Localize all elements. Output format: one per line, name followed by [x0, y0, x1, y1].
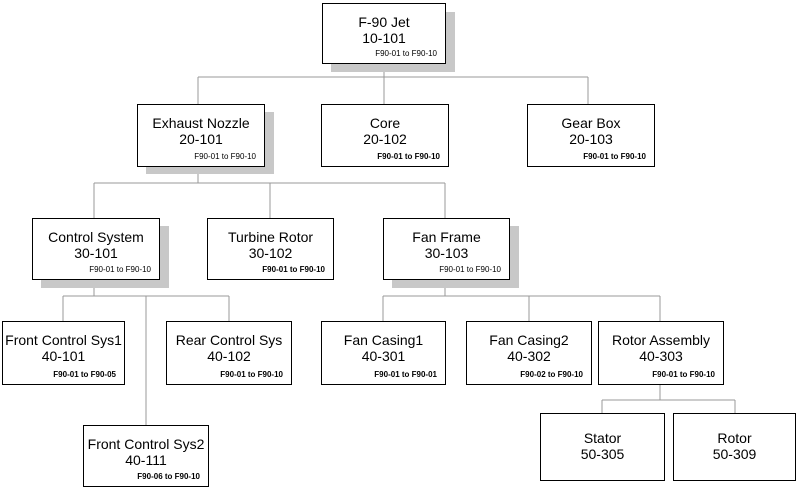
node-name: Turbine Rotor: [227, 229, 314, 245]
node-turbine-rotor[interactable]: Turbine Rotor 30-102 F90-01 to F90-10: [207, 218, 334, 280]
node-core[interactable]: Core 20-102 F90-01 to F90-10: [321, 104, 449, 167]
node-code: 30-102: [248, 245, 293, 261]
node-name: Gear Box: [561, 115, 621, 131]
node-name: Rotor: [717, 430, 752, 446]
node-effectivity: F90-06 to F90-10: [137, 472, 200, 481]
node-control-system[interactable]: Control System 30-101 F90-01 to F90-10: [32, 218, 160, 280]
node-effectivity: F90-01 to F90-10: [220, 370, 283, 379]
node-name: Front Control Sys2: [87, 436, 205, 452]
node-effectivity: F90-01 to F90-01: [374, 370, 437, 379]
node-name: Fan Casing1: [343, 332, 424, 348]
node-effectivity: F90-01 to F90-10: [89, 265, 151, 274]
node-stator[interactable]: Stator 50-305: [540, 413, 665, 481]
node-name: F-90 Jet: [358, 14, 410, 30]
node-rear-control-sys[interactable]: Rear Control Sys 40-102 F90-01 to F90-10: [166, 321, 292, 385]
node-front-control-sys2[interactable]: Front Control Sys2 40-111 F90-06 to F90-…: [83, 425, 209, 487]
node-f90-jet[interactable]: F-90 Jet 10-101 F90-01 to F90-10: [322, 3, 446, 64]
node-code: 10-101: [362, 30, 406, 46]
node-rotor-assembly[interactable]: Rotor Assembly 40-303 F90-01 to F90-10: [598, 321, 724, 385]
node-code: 40-102: [207, 348, 251, 364]
node-code: 40-301: [361, 348, 406, 364]
node-code: 40-303: [639, 348, 683, 364]
node-name: Stator: [583, 430, 622, 446]
node-gear-box[interactable]: Gear Box 20-103 F90-01 to F90-10: [527, 104, 655, 167]
node-name: Fan Casing2: [489, 332, 569, 348]
node-fan-frame[interactable]: Fan Frame 30-103 F90-01 to F90-10: [383, 218, 510, 280]
node-effectivity: F90-01 to F90-10: [439, 265, 501, 274]
node-code: 20-102: [363, 131, 407, 147]
node-code: 50-309: [712, 446, 757, 462]
node-name: Exhaust Nozzle: [152, 115, 250, 131]
node-effectivity: F90-01 to F90-05: [53, 370, 116, 379]
node-effectivity: F90-01 to F90-10: [375, 49, 437, 58]
node-effectivity: F90-01 to F90-10: [652, 370, 715, 379]
node-code: 50-305: [580, 446, 625, 462]
node-name: Core: [369, 115, 401, 131]
node-effectivity: F90-01 to F90-10: [262, 265, 325, 274]
node-name: Fan Frame: [412, 229, 481, 245]
node-code: 20-101: [179, 131, 223, 147]
node-effectivity: F90-01 to F90-10: [583, 152, 646, 161]
node-effectivity: F90-01 to F90-10: [194, 152, 256, 161]
node-name: Rotor Assembly: [611, 332, 711, 348]
node-name: Rear Control Sys: [175, 332, 283, 348]
node-code: 40-302: [507, 348, 551, 364]
node-effectivity: F90-01 to F90-10: [377, 152, 440, 161]
node-code: 40-101: [41, 348, 86, 364]
node-name: Control System: [48, 229, 144, 245]
node-code: 20-103: [569, 131, 613, 147]
node-fan-casing2[interactable]: Fan Casing2 40-302 F90-02 to F90-10: [466, 321, 592, 385]
node-code: 30-101: [74, 245, 118, 261]
node-name: Front Control Sys1: [5, 332, 122, 348]
node-exhaust-nozzle[interactable]: Exhaust Nozzle 20-101 F90-01 to F90-10: [137, 104, 265, 167]
node-fan-casing1[interactable]: Fan Casing1 40-301 F90-01 to F90-01: [321, 321, 446, 385]
node-rotor[interactable]: Rotor 50-309: [673, 413, 796, 481]
node-code: 30-103: [424, 245, 469, 261]
node-effectivity: F90-02 to F90-10: [520, 370, 583, 379]
node-front-control-sys1[interactable]: Front Control Sys1 40-101 F90-01 to F90-…: [2, 321, 125, 385]
node-code: 40-111: [125, 452, 167, 468]
